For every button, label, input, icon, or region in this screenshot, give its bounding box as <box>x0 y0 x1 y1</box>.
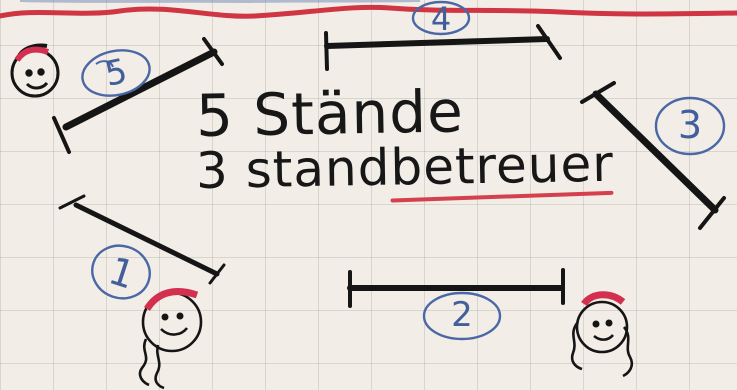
top-blue-smudge <box>19 0 421 4</box>
circle-5 <box>81 49 151 97</box>
face-bottom-left-hat <box>144 288 199 312</box>
face-bottom-right-mouth <box>593 334 614 341</box>
face-bottom-right-curl-2 <box>622 326 634 378</box>
station-4-bar <box>324 24 562 71</box>
face-top-left-eye-1 <box>25 69 33 77</box>
face-top-left-hat <box>14 46 50 62</box>
face-bottom-right-eye-1 <box>592 320 600 328</box>
face-bottom-right-hat <box>581 291 626 307</box>
face-bottom-left-eye-1 <box>161 313 169 321</box>
top-red-wave <box>0 4 737 19</box>
circle-3 <box>654 96 726 156</box>
circle-1 <box>91 244 151 300</box>
face-bottom-left-eye-2 <box>176 312 184 320</box>
station-3-bar <box>580 81 726 230</box>
circle-4 <box>411 0 471 36</box>
face-top-left-eye-2 <box>37 68 45 76</box>
station-5-bar <box>52 37 224 154</box>
station-2-bar <box>347 268 565 308</box>
blue-circles <box>81 0 726 341</box>
face-bottom-right-eye-2 <box>605 319 613 327</box>
face-bottom-left <box>138 288 203 390</box>
face-bottom-right <box>570 291 634 378</box>
face-bottom-left-mouth <box>160 327 189 336</box>
face-bottom-right-curl-1 <box>570 321 583 371</box>
circle-2 <box>422 291 502 341</box>
face-top-left-mouth <box>25 81 49 90</box>
station-1-bar <box>58 194 226 285</box>
face-top-left <box>10 43 60 98</box>
face-bottom-left-curl-1 <box>138 338 150 387</box>
face-bottom-right-head <box>575 300 629 354</box>
face-bottom-left-curl-2 <box>154 344 165 390</box>
blue-accent <box>95 60 114 68</box>
